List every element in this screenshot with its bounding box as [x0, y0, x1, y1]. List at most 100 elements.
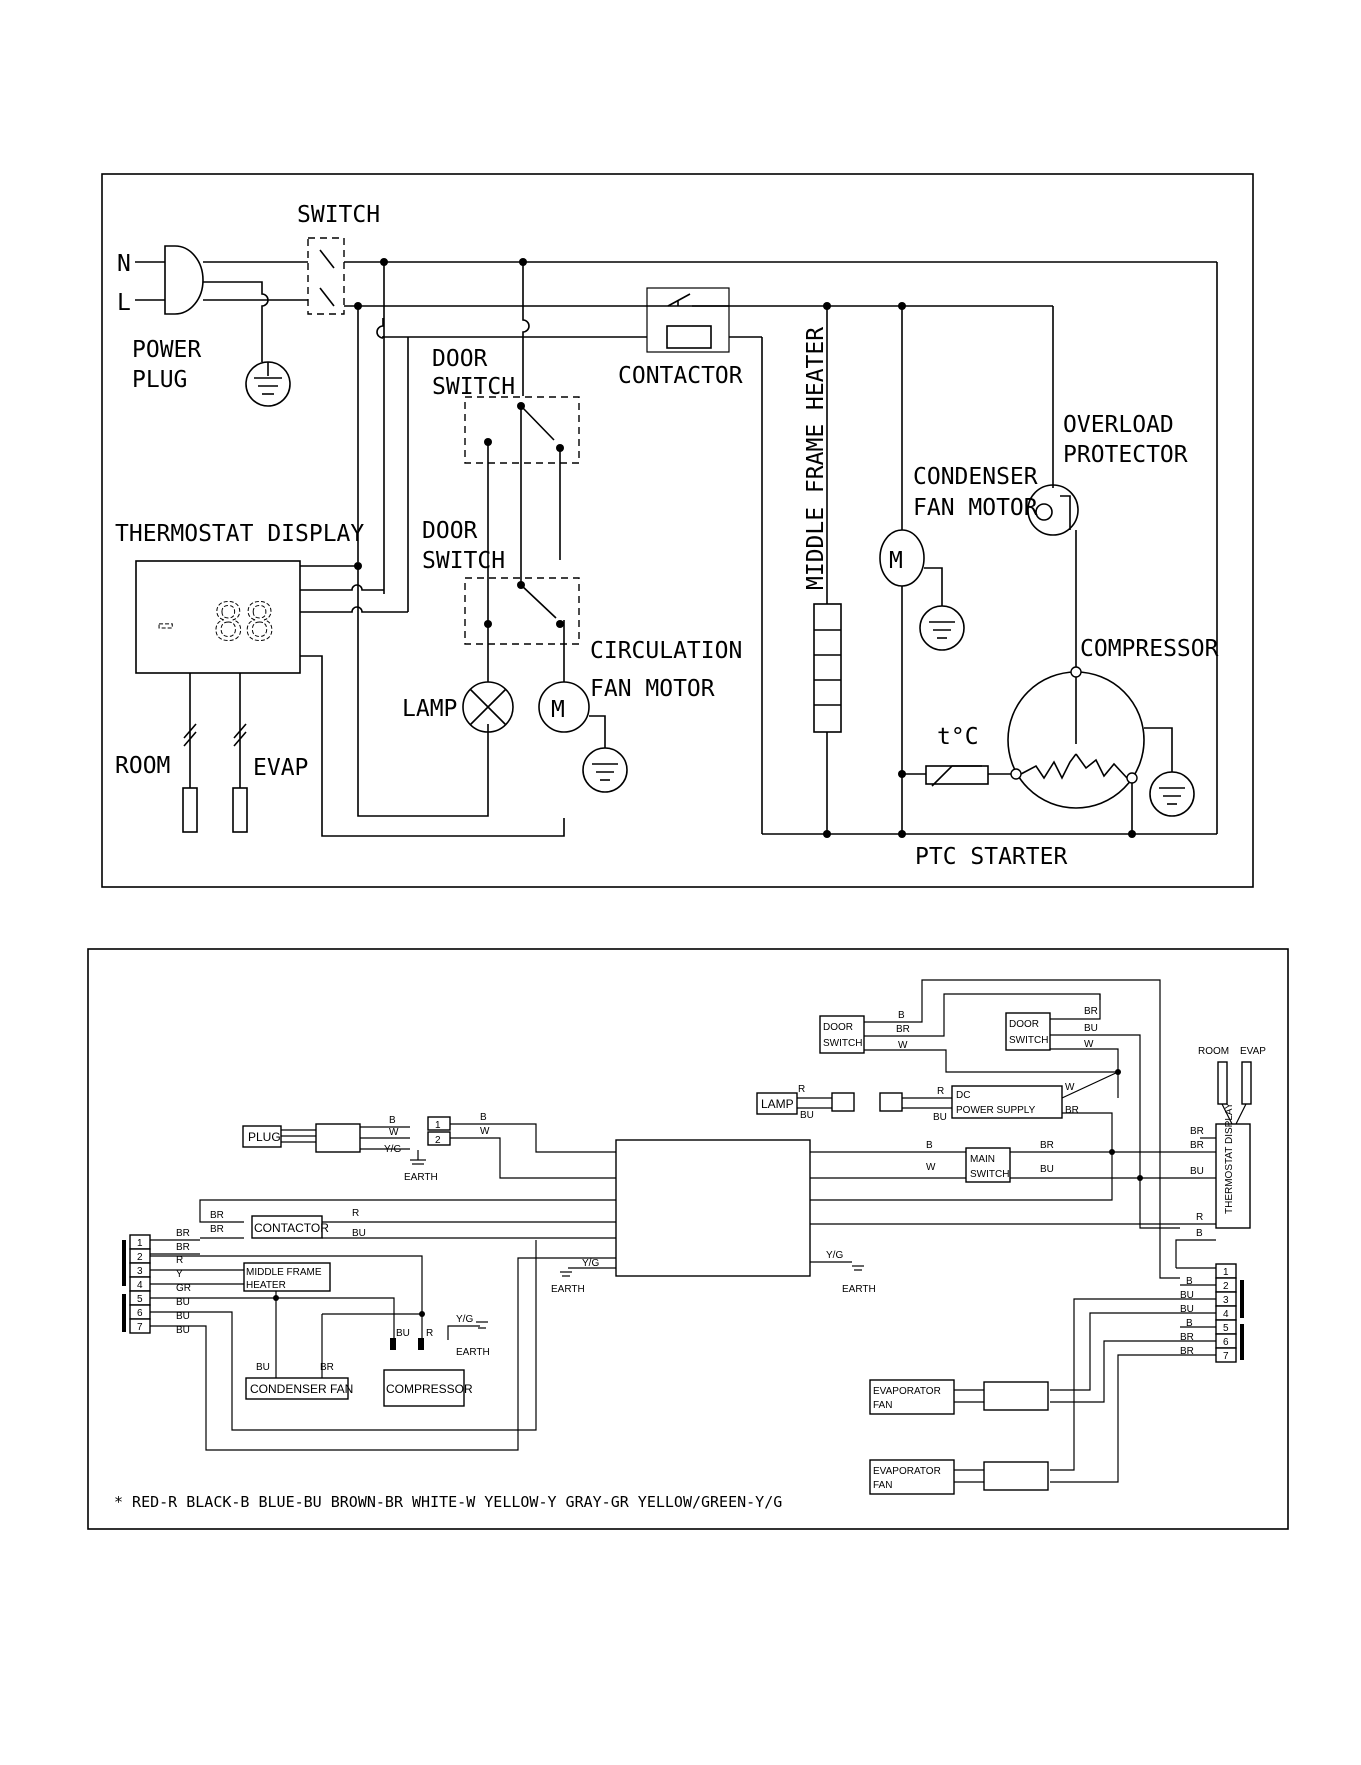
left-terminal-block: 1 2 3 4 5 6 7 BR BR R Y GR BU BU BU — [122, 1228, 616, 1451]
contactor-wire-bu: BU — [352, 1228, 366, 1239]
overload-protector-symbol: OVERLOAD PROTECTOR — [1027, 412, 1188, 536]
right-terminal-6: 6 — [1223, 1337, 1229, 1348]
left-terminal-3: 3 — [137, 1266, 143, 1277]
door-switch-top-symbol: DOOR SWITCH — [432, 346, 580, 464]
plug-terminal-1: 1 — [435, 1120, 441, 1131]
overload-label-1: OVERLOAD — [1063, 412, 1174, 438]
lamp-symbol: LAMP — [402, 681, 514, 733]
lt-wire-gr: GR — [176, 1283, 191, 1294]
ptc-temp-label: t°C — [937, 724, 979, 750]
td-wire-b: B — [1196, 1228, 1203, 1239]
ptc-starter-symbol: t°C PTC STARTER — [915, 724, 1067, 870]
ps-wire-bu: BU — [933, 1112, 947, 1123]
wiring-evaporator-fan-2: EVAPORATOR FAN — [869, 1459, 1049, 1495]
evap-label: EVAP — [1240, 1046, 1266, 1057]
compressor-label: COMPRESSOR — [386, 1382, 473, 1396]
rt-wire-b-1: B — [1186, 1276, 1193, 1287]
compressor-label: COMPRESSOR — [1080, 636, 1219, 662]
room-label: ROOM — [1198, 1046, 1229, 1057]
evap-label: EVAP — [253, 755, 308, 781]
door-a-wire-w: W — [898, 1040, 908, 1051]
thermostat-display-label: THERMOSTAT DISPLAY — [115, 521, 364, 547]
wiring-door-switch-b: DOOR SWITCH BR BU W — [1005, 994, 1180, 1229]
schematic-wires — [203, 261, 1218, 837]
color-legend: * RED-R BLACK-B BLUE-BU BROWN-BR WHITE-W… — [114, 1493, 782, 1511]
condenser-fan-motor-symbol: M CONDENSER FAN MOTOR — [879, 464, 1038, 651]
wiring-diagram: PLUG B W Y/G EARTH 1 2 B W DOOR SWITCH B… — [87, 948, 1289, 1530]
lt-wire-r: R — [176, 1255, 183, 1266]
left-terminal-1: 1 — [137, 1238, 143, 1249]
power-plug: N L POWER PLUG — [117, 245, 204, 393]
n-label: N — [117, 251, 131, 277]
switch-label: SWITCH — [297, 202, 380, 228]
right-terminal-1: 1 — [1223, 1267, 1229, 1278]
lt-wire-bu-3: BU — [176, 1325, 190, 1336]
plug-wire-w: W — [389, 1127, 399, 1138]
evap-fan-1-label-1: EVAPORATOR — [873, 1386, 941, 1397]
wiring-thermostat-display: THERMOSTAT DISPLAY ROOM EVAP BR BR BU R … — [810, 1046, 1266, 1268]
power-supply-label: POWER SUPPLY — [956, 1105, 1036, 1116]
room-label: ROOM — [115, 753, 170, 779]
power-plug-label-2: PLUG — [132, 367, 187, 393]
ps-wire-w: W — [1065, 1082, 1075, 1093]
evap-fan-1-label-2: FAN — [873, 1400, 892, 1411]
left-terminal-5: 5 — [137, 1294, 143, 1305]
board-right-yg: Y/G — [826, 1250, 843, 1261]
mfh-label-1: MIDDLE FRAME — [246, 1267, 322, 1278]
control-board — [615, 1139, 811, 1277]
lt-wire-br-1: BR — [176, 1228, 190, 1239]
right-terminal-2: 2 — [1223, 1281, 1229, 1292]
mfh-label-2: HEATER — [246, 1280, 286, 1291]
ms-wire-w-in: W — [926, 1162, 936, 1173]
rt-wire-bu-1: BU — [1180, 1290, 1194, 1301]
door-switch-bottom-label-1: DOOR — [422, 518, 478, 544]
ps-wire-br: BR — [1065, 1105, 1079, 1116]
comp-wire-bu: BU — [396, 1328, 410, 1339]
board-right-earth: EARTH — [842, 1284, 876, 1295]
thermostat-display-label: THERMOSTAT DISPLAY — [1224, 1102, 1235, 1214]
evap-fan-2-label-1: EVAPORATOR — [873, 1466, 941, 1477]
evap-fan-2-label-2: FAN — [873, 1480, 892, 1491]
plug-earth-label: EARTH — [404, 1172, 438, 1183]
door-switch-top-label-2: SWITCH — [432, 374, 515, 400]
overload-label-2: PROTECTOR — [1063, 442, 1188, 468]
right-terminal-3: 3 — [1223, 1295, 1229, 1306]
switch-wire-w: W — [480, 1126, 490, 1137]
main-switch-label-2: SWITCH — [970, 1169, 1009, 1180]
circulation-fan-motor-symbol: M CIRCULATION FAN MOTOR — [538, 638, 742, 793]
wiring-main-switch: MAIN SWITCH B W BR BU — [810, 1069, 1200, 1183]
middle-frame-heater-symbol: MIDDLE FRAME HEATER — [803, 327, 842, 733]
door-switch-b-label-2: SWITCH — [1009, 1035, 1048, 1046]
contactor-symbol: CONTACTOR — [618, 287, 743, 389]
board-left-earth: EARTH — [551, 1284, 585, 1295]
contactor-wire-br-2: BR — [210, 1224, 224, 1235]
door-a-wire-b: B — [898, 1010, 905, 1021]
right-terminal-5: 5 — [1223, 1323, 1229, 1334]
wiring-plug: PLUG B W Y/G EARTH 1 2 B W — [242, 1112, 616, 1183]
schematic-junctions — [354, 258, 1136, 838]
switch-wire-b: B — [480, 1112, 487, 1123]
ptc-starter-label: PTC STARTER — [915, 844, 1067, 870]
lamp-label: LAMP — [402, 696, 457, 722]
power-supply-dc-label: DC — [956, 1090, 970, 1101]
ms-wire-b-in: B — [926, 1140, 933, 1151]
door-a-wire-br: BR — [896, 1024, 910, 1035]
td-wire-br-2: BR — [1190, 1140, 1204, 1151]
board-left-yg: Y/G — [582, 1258, 599, 1269]
wiring-lamp-power-supply: LAMP R BU R BU DC POWER SUPPLY W BR — [756, 1071, 1119, 1201]
door-b-wire-w: W — [1084, 1039, 1094, 1050]
lamp-wire-bu: BU — [800, 1110, 814, 1121]
contactor-wire-br-1: BR — [210, 1210, 224, 1221]
door-switch-b-label-1: DOOR — [1009, 1019, 1039, 1030]
l-label: L — [117, 290, 131, 316]
lamp-label: LAMP — [761, 1097, 794, 1111]
circulation-fan-motor-letter: M — [551, 697, 565, 723]
contactor-label: CONTACTOR — [254, 1221, 329, 1235]
door-switch-bottom-symbol: DOOR SWITCH — [422, 518, 580, 645]
left-terminal-2: 2 — [137, 1252, 143, 1263]
plug-earth-symbol — [245, 361, 291, 407]
ms-wire-br-out: BR — [1040, 1140, 1054, 1151]
wiring-middle-frame-heater: MIDDLE FRAME HEATER — [243, 1262, 425, 1382]
door-switch-a-label-1: DOOR — [823, 1022, 853, 1033]
